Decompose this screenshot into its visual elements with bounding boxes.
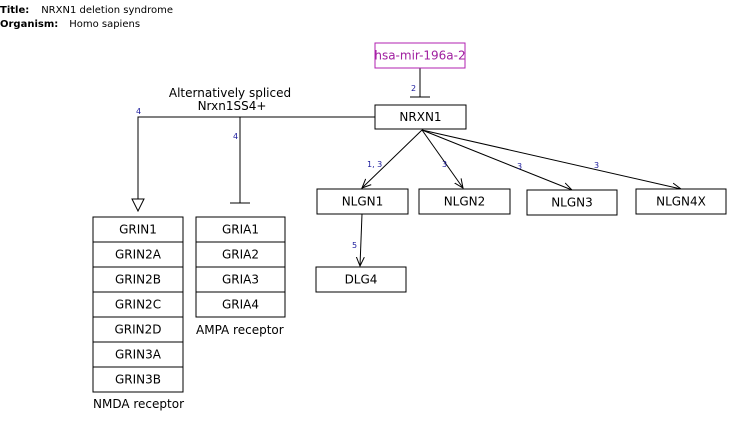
ampa-caption: AMPA receptor xyxy=(196,323,284,337)
organism-name: Homo sapiens xyxy=(69,19,141,30)
node-grin1[interactable]: GRIN1 xyxy=(92,216,184,243)
node-nlgn1-label: NLGN1 xyxy=(342,195,384,209)
node-nlgn3-label: NLGN3 xyxy=(551,196,593,210)
node-nlgn3[interactable]: NLGN3 xyxy=(526,189,618,216)
node-gria4-label: GRIA4 xyxy=(222,298,259,312)
group-nmda-receptor: GRIN1 GRIN2A GRIN2B GRIN2C GRIN2D GRIN3A… xyxy=(92,216,184,411)
node-nlgn1[interactable]: NLGN1 xyxy=(316,188,409,215)
node-grin2d-label: GRIN2D xyxy=(114,323,161,337)
node-grin2d[interactable]: GRIN2D xyxy=(92,316,184,343)
edge-label-nrxn1-ampa: 4 xyxy=(233,132,238,141)
pathway-title: NRXN1 deletion syndrome xyxy=(41,5,173,16)
node-grin2c[interactable]: GRIN2C xyxy=(92,291,184,318)
edge-label-nrxn1-nlgn3: 3 xyxy=(517,162,522,171)
organism-row: Organism: Homo sapiens xyxy=(0,18,173,32)
node-grin3b-label: GRIN3B xyxy=(115,373,161,387)
organism-label: Organism: xyxy=(0,19,59,30)
hollow-arrow-head xyxy=(131,198,145,213)
edge-label-nrxn1-nlgn4x: 3 xyxy=(594,161,599,170)
edge-nrxn1-nlgn4x[interactable] xyxy=(421,129,681,189)
node-gria1[interactable]: GRIA1 xyxy=(195,216,286,243)
edge-label-mir-nrxn1: 2 xyxy=(411,84,416,93)
splice-label-line1: Alternatively spliced xyxy=(169,86,291,100)
node-grin3a-label: GRIN3A xyxy=(115,348,162,362)
group-ampa-receptor: GRIA1 GRIA2 GRIA3 GRIA4 AMPA receptor xyxy=(195,216,286,337)
node-grin2b[interactable]: GRIN2B xyxy=(92,266,184,293)
pathway-header: Title: NRXN1 deletion syndrome Organism:… xyxy=(0,4,173,32)
splice-label-bg xyxy=(172,86,290,112)
node-gria2-label: GRIA2 xyxy=(222,248,259,262)
node-nlgn4x-label: NLGN4X xyxy=(656,195,706,209)
nmda-caption: NMDA receptor xyxy=(93,397,184,411)
edges: 2 4 4 1, 3 3 3 3 5 xyxy=(131,68,681,266)
edge-nrxn1-nlgn2[interactable] xyxy=(421,129,463,188)
edge-nrxn1-nmda[interactable] xyxy=(137,116,375,200)
node-dlg4[interactable]: DLG4 xyxy=(315,266,407,293)
edge-nrxn1-nlgn3[interactable] xyxy=(421,129,572,190)
edge-label-nrxn1-nlgn2: 3 xyxy=(442,160,447,169)
node-grin3b[interactable]: GRIN3B xyxy=(92,366,184,393)
edge-label-nrxn1-nlgn1: 1, 3 xyxy=(367,160,382,169)
node-nlgn4x[interactable]: NLGN4X xyxy=(635,188,727,215)
edge-nlgn1-dlg4[interactable] xyxy=(360,213,362,266)
node-nlgn2-label: NLGN2 xyxy=(444,195,486,209)
node-nrxn1-label: NRXN1 xyxy=(399,110,441,124)
node-grin3a[interactable]: GRIN3A xyxy=(92,341,184,368)
node-grin2a[interactable]: GRIN2A xyxy=(92,241,184,268)
node-gria3[interactable]: GRIA3 xyxy=(195,266,286,293)
splice-label-line2: Nrxn1SS4+ xyxy=(198,99,267,113)
edge-label-nrxn1-nmda: 4 xyxy=(136,107,141,116)
node-mir-label: hsa-mir-196a-2 xyxy=(374,49,465,63)
node-grin2a-label: GRIN2A xyxy=(115,248,162,262)
title-row: Title: NRXN1 deletion syndrome xyxy=(0,4,173,18)
splice-annotation: Alternatively spliced Nrxn1SS4+ xyxy=(169,86,291,113)
node-grin2b-label: GRIN2B xyxy=(115,273,161,287)
edge-nrxn1-nlgn1[interactable] xyxy=(362,129,423,188)
node-grin1-label: GRIN1 xyxy=(119,223,157,237)
title-label: Title: xyxy=(0,5,30,16)
node-mir[interactable]: hsa-mir-196a-2 xyxy=(374,42,466,69)
node-nrxn1[interactable]: NRXN1 xyxy=(374,104,467,130)
node-gria4[interactable]: GRIA4 xyxy=(195,291,286,318)
edge-label-nlgn1-dlg4: 5 xyxy=(352,241,357,250)
node-gria1-label: GRIA1 xyxy=(222,223,259,237)
node-dlg4-label: DLG4 xyxy=(345,273,378,287)
node-grin2c-label: GRIN2C xyxy=(115,298,161,312)
node-nlgn2[interactable]: NLGN2 xyxy=(418,188,511,215)
node-gria3-label: GRIA3 xyxy=(222,273,259,287)
node-gria2[interactable]: GRIA2 xyxy=(195,241,286,268)
